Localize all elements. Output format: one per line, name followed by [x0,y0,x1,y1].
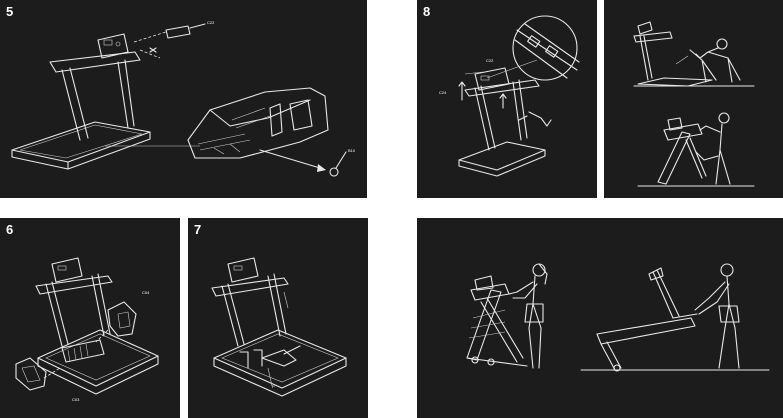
part-callout: P [272,384,275,389]
step-number: 8 [423,4,431,19]
step-number: 7 [194,222,202,237]
step-6-panel: 6 C04 C03 [0,218,180,418]
step-8-panel: 8 C24 C22 [417,0,597,198]
part-callout: C24 [439,90,447,95]
step-number: 5 [6,4,14,19]
moving-illustration [466,263,770,372]
step-5-illustration [11,23,347,177]
part-callout: C22 [486,58,494,63]
folding-panel [604,0,783,198]
step-5-panel: 5 C22 B10 [0,0,367,198]
step-7-illustration [211,257,347,397]
folding-illustration [633,21,755,187]
part-callout: B10 [348,148,356,153]
moving-panel [417,218,783,418]
part-callout: C04 [142,290,150,295]
part-callout: C22 [207,20,215,25]
step-number: 6 [6,222,14,237]
step-8-illustration [458,15,580,177]
step-7-panel: 7 P [188,218,368,418]
part-callout: C03 [72,397,80,402]
step-6-illustration [15,257,159,395]
